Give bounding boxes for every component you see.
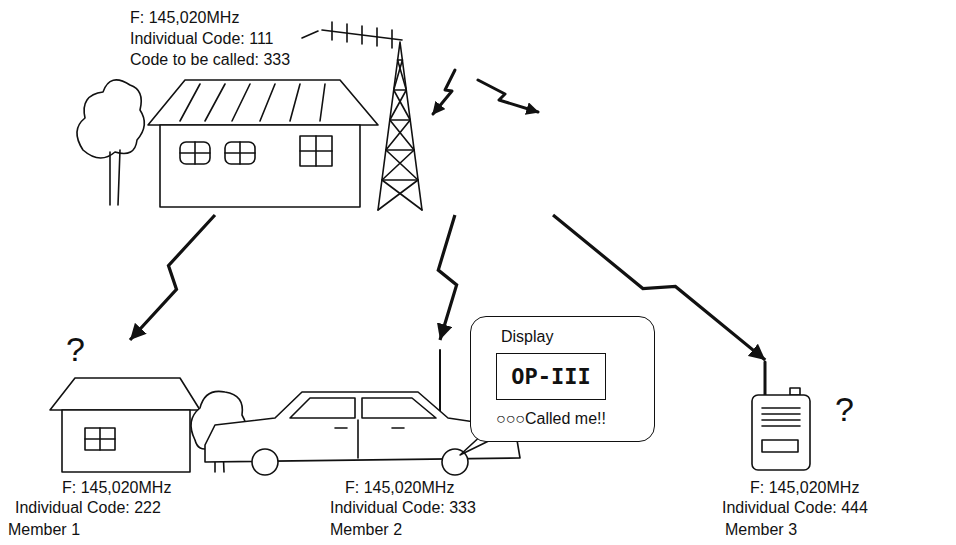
- radio-signal-bolt: [130, 215, 215, 340]
- station-info: Code to be called: 333: [130, 50, 290, 69]
- member-house: [85, 428, 115, 450]
- yagi-antenna: [332, 22, 392, 48]
- member-house: [85, 428, 115, 450]
- handheld-radio: [764, 362, 767, 395]
- signal-bolt: [478, 80, 538, 112]
- antenna-tower: [382, 60, 418, 180]
- car: [290, 398, 436, 418]
- base-house: [148, 80, 378, 125]
- base-station: F: 145,020MHzIndividual Code: 111Code to…: [95, 5, 560, 215]
- callout-text: Display: [501, 327, 553, 346]
- base-house: [300, 136, 332, 166]
- member-station: F: 145,020MHzIndividual Code: 444Member …: [700, 360, 925, 543]
- antenna-tower: [378, 42, 422, 210]
- car: [439, 350, 441, 418]
- station-info: Individual Code: 333: [330, 498, 476, 517]
- base-house: [148, 80, 378, 207]
- station-info: Individual Code: 222: [15, 498, 161, 517]
- station-info: Member 3: [725, 520, 797, 539]
- base-house: [180, 84, 325, 121]
- handheld-radio: [752, 362, 810, 470]
- display-readout: OP-III: [511, 364, 590, 390]
- base-house: [180, 142, 210, 164]
- station-info: Individual Code: 444: [722, 498, 868, 517]
- antenna-tower: [378, 42, 422, 210]
- question-mark: ?: [66, 330, 85, 368]
- leader-line: [302, 31, 318, 38]
- callout-text: ○○○Called me!!: [496, 409, 606, 428]
- handheld-radio: [752, 395, 810, 470]
- radio-signal-bolt: [438, 215, 456, 340]
- station-info: Member 2: [330, 520, 402, 539]
- base-house: [180, 142, 210, 164]
- station-info: F: 145,020MHz: [130, 8, 239, 27]
- member-station: F: 145,020MHzIndividual Code: 222Member …: [5, 340, 255, 543]
- base-house: [160, 125, 360, 207]
- station-info: F: 145,020MHz: [750, 478, 859, 497]
- tree-left: [77, 80, 144, 158]
- member-house: [50, 378, 200, 410]
- member-house: [62, 410, 190, 472]
- display-callout: Display ○○○Called me!! OP-III: [470, 316, 655, 442]
- display-screen: OP-III: [496, 353, 606, 400]
- handheld-radio: [790, 388, 800, 395]
- station-info: Member 1: [8, 520, 80, 539]
- signal-bolt: [433, 70, 538, 114]
- handheld-radio: [762, 408, 800, 426]
- leader-line: [302, 31, 318, 38]
- antenna-tower: [382, 60, 422, 210]
- antenna-tower: [378, 60, 418, 210]
- station-info: Individual Code: 111: [130, 29, 274, 48]
- member-house: [50, 378, 200, 472]
- base-house: [225, 142, 255, 164]
- base-house: [300, 136, 332, 166]
- car: [252, 449, 278, 475]
- question-mark: ?: [835, 390, 854, 428]
- tree-left: [110, 150, 120, 205]
- car: [335, 420, 404, 458]
- station-info: F: 145,020MHz: [62, 478, 171, 497]
- base-house: [225, 142, 255, 164]
- signal-bolt: [433, 70, 455, 114]
- yagi-antenna: [322, 22, 402, 48]
- station-info: F: 145,020MHz: [345, 478, 454, 497]
- tree-left: [77, 80, 144, 205]
- connector-group: [130, 215, 765, 360]
- handheld-radio: [762, 440, 798, 452]
